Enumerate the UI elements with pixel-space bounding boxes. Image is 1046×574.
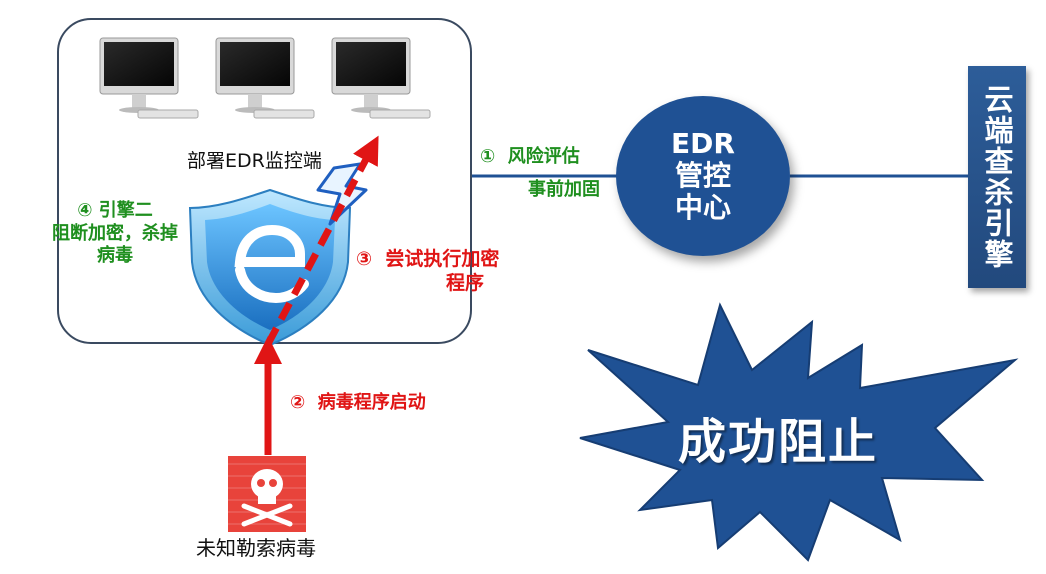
step-4-number: ④ (77, 200, 93, 221)
success-burst-shape (579, 302, 1019, 562)
step-4-line3: 病毒 (97, 245, 133, 266)
monitor-icon (331, 37, 431, 119)
step-3-line2: 程序 (446, 271, 485, 294)
step-4-label: ④ 引擎二 阻断加密，杀掉 病毒 (30, 200, 200, 268)
step-1-line2: 事前加固 (528, 178, 600, 200)
monitor-icon (215, 37, 315, 119)
success-label: 成功阻止 (677, 414, 878, 470)
cloud-scan-engine: 云端查杀引擎 (968, 66, 1026, 288)
monitor-group-label: 部署EDR监控端 (187, 150, 322, 172)
step-4-line1: 引擎二 (98, 200, 153, 221)
edr-management-center: EDR 管控 中心 (616, 96, 790, 256)
step-2-text: 病毒程序启动 (317, 392, 426, 413)
step-3-number: ③ (356, 248, 373, 270)
shield-icon (188, 188, 352, 347)
step-1-number: ① (480, 146, 496, 167)
virus-label: 未知勒索病毒 (196, 536, 316, 560)
step-1-label: ① 风险评估 事前加固 (480, 146, 600, 201)
step-2-number: ② (290, 392, 306, 413)
step-3-line1: 尝试执行加密 (385, 248, 500, 270)
skull-virus-icon (228, 456, 306, 532)
step-4-line2: 阻断加密，杀掉 (52, 222, 178, 244)
encryption-attempt-arrow (264, 135, 379, 346)
step-1-line1: 风险评估 (507, 146, 580, 167)
step-3-label: ③ 尝试执行加密 程序 (356, 248, 499, 296)
step-2-label: ② 病毒程序启动 (290, 392, 426, 415)
monitor-icon (99, 37, 199, 119)
